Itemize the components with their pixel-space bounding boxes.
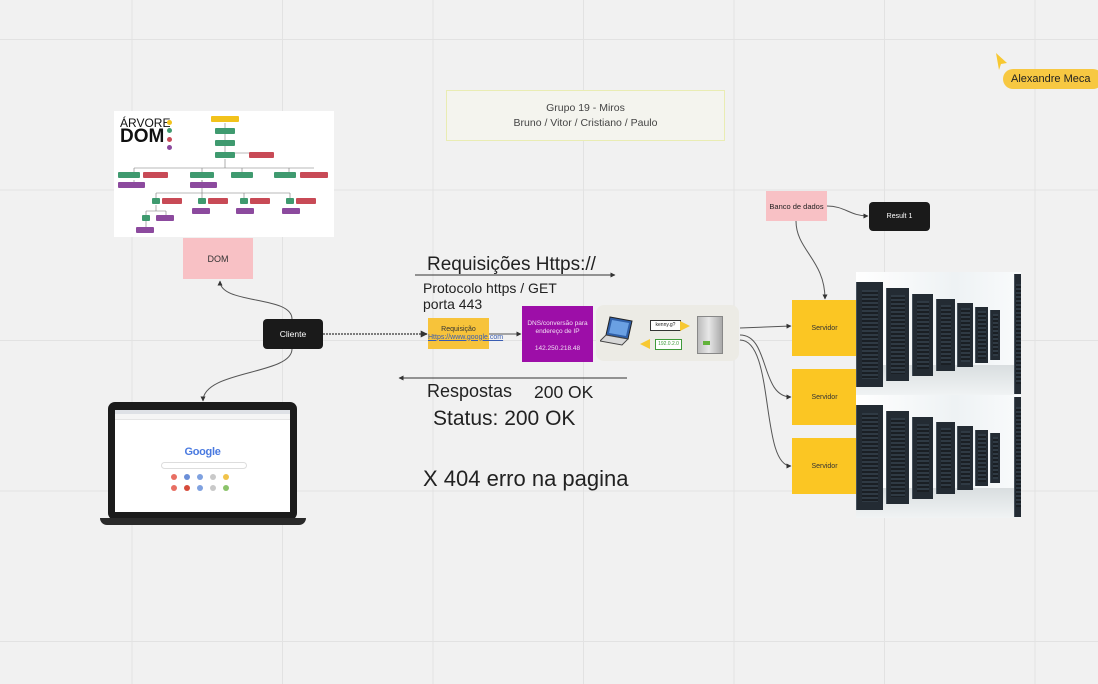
requisicao-title: Requisição: [441, 325, 476, 333]
status-label[interactable]: Status: 200 OK: [433, 407, 576, 430]
browser-screen: Google: [115, 410, 290, 512]
dom-node: [118, 182, 145, 188]
dns-ip: 142.250.218.48: [534, 345, 581, 352]
connector-banco-result: [826, 205, 869, 219]
requisicao-node[interactable]: Requisição Https://www.google.com: [428, 318, 504, 349]
dom-node: [211, 116, 239, 122]
connector-banco-servidor: [795, 220, 828, 300]
dom-node: [282, 208, 300, 214]
group-title-frame[interactable]: Grupo 19 - Miros Bruno / Vitor / Cristia…: [446, 90, 725, 141]
dom-node: [156, 215, 174, 221]
banco-de-dados-node[interactable]: Banco de dados: [766, 191, 827, 221]
dom-node: [198, 198, 206, 204]
dom-node: [236, 208, 254, 214]
ip-response-label: 192.0.2.0: [655, 339, 682, 350]
dom-node: [249, 152, 274, 158]
dom-node: [142, 215, 150, 221]
dns-text: DNS/conversão para endereço de IP: [527, 320, 588, 335]
dns-server-icon: [697, 316, 723, 354]
shortcut-tiles: [171, 474, 237, 491]
dom-node: [240, 198, 248, 204]
dom-node: [190, 182, 217, 188]
dom-node: [215, 152, 235, 158]
client-laptop-icon: [600, 316, 633, 346]
ns-query-label: kenny.g?: [650, 320, 681, 331]
dom-node: [208, 198, 228, 204]
requisicoes-label[interactable]: Requisições Https://: [427, 254, 596, 275]
group-members: Bruno / Vitor / Cristiano / Paulo: [513, 116, 658, 129]
dom-node: [136, 227, 154, 233]
dom-node: [215, 128, 235, 134]
dom-tree-image[interactable]: ÁRVORE DOM: [114, 111, 334, 237]
protocolo-label[interactable]: Protocolo https / GET porta 443: [423, 280, 557, 312]
connector-net-srv2: [739, 334, 792, 400]
dom-node: [231, 172, 253, 178]
error-404-label[interactable]: X 404 erro na pagina: [423, 466, 629, 491]
browser-tabbar: [115, 410, 290, 414]
dom-node: [286, 198, 294, 204]
laptop-frame: Google: [108, 402, 297, 520]
group-title: Grupo 19 - Miros: [546, 101, 625, 114]
respostas-label[interactable]: Respostas: [427, 381, 513, 401]
dom-node: [192, 208, 210, 214]
collaborator-cursor-label: Alexandre Meca: [1003, 69, 1098, 89]
dom-tree-legend: [167, 118, 174, 152]
dom-node: [190, 172, 214, 178]
cursor-pointer-icon: [996, 53, 1007, 70]
servidor-node[interactable]: Servidor: [792, 369, 857, 425]
datacenter-photo: [856, 395, 1021, 518]
result-node[interactable]: Result 1: [869, 202, 930, 231]
dom-node: [118, 172, 140, 178]
dom-tree-heading: ÁRVORE DOM: [120, 116, 171, 147]
response-code-label[interactable]: 200 OK: [534, 382, 594, 402]
laptop-browser-image[interactable]: Google: [100, 402, 306, 526]
dom-node: [300, 172, 328, 178]
connector-cliente-dom: [217, 280, 293, 320]
dom-node: [274, 172, 296, 178]
servidor-node[interactable]: Servidor: [792, 438, 857, 494]
dom-node: [296, 198, 316, 204]
browser-urlbar: [115, 414, 290, 420]
dom-node-box[interactable]: DOM: [183, 238, 253, 279]
google-logo: Google: [184, 446, 221, 458]
connector-cliente-laptop: [200, 348, 293, 402]
dom-node: [152, 198, 160, 204]
servidor-node[interactable]: Servidor: [792, 300, 857, 356]
dns-lookup-image[interactable]: kenny.g? 192.0.2.0: [596, 305, 739, 361]
laptop-base: [100, 518, 306, 525]
dom-node: [162, 198, 182, 204]
datacenter-image[interactable]: [856, 272, 1021, 518]
connector-net-srv1: [739, 323, 792, 329]
dom-node: [250, 198, 270, 204]
dns-node[interactable]: DNS/conversão para endereço de IP 142.25…: [522, 306, 593, 362]
datacenter-photo: [856, 272, 1021, 395]
dom-node: [215, 140, 235, 146]
requisicao-link[interactable]: Https://www.google.com: [428, 333, 504, 341]
connector-net-srv3: [739, 339, 792, 469]
cliente-node[interactable]: Cliente: [263, 319, 323, 349]
arrow-left-icon: [640, 339, 650, 349]
arrow-right-icon: [680, 321, 690, 331]
dom-node: [143, 172, 168, 178]
google-search-box: [161, 462, 247, 469]
